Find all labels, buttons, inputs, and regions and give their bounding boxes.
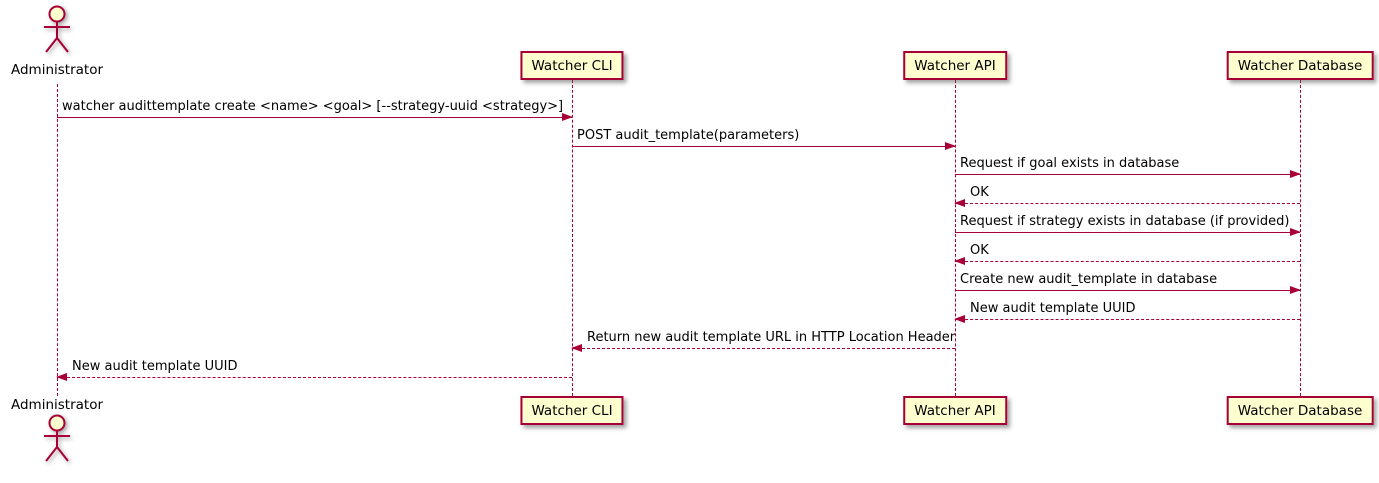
message-line bbox=[954, 257, 1300, 265]
arrowhead-right-icon bbox=[1290, 286, 1301, 294]
arrowhead-right-icon bbox=[945, 142, 956, 150]
message-label: New audit template UUID bbox=[72, 359, 238, 374]
message-label: OK bbox=[970, 243, 989, 258]
message-label: OK bbox=[970, 185, 989, 200]
actor-figure-icon bbox=[44, 5, 70, 53]
message-line bbox=[955, 170, 1301, 178]
message-label: Request if goal exists in database bbox=[960, 156, 1180, 171]
message-8: New audit template UUID bbox=[954, 300, 1300, 323]
message-3: Request if goal exists in database bbox=[955, 155, 1301, 178]
message-9: Return new audit template URL in HTTP Lo… bbox=[571, 329, 956, 352]
participant-watcher-api-bottom: Watcher API bbox=[903, 396, 1007, 425]
message-line bbox=[572, 142, 956, 150]
message-label: watcher audittemplate create <name> <goa… bbox=[62, 99, 564, 114]
arrowhead-right-icon bbox=[1290, 228, 1301, 236]
arrowhead-right-icon bbox=[1290, 170, 1301, 178]
actor-label-top: Administrator bbox=[10, 62, 104, 78]
lifeline-watcher-cli bbox=[572, 80, 573, 396]
message-7: Create new audit_template in database bbox=[955, 271, 1301, 294]
message-line bbox=[955, 286, 1301, 294]
arrowhead-left-icon bbox=[954, 199, 965, 207]
message-4: OK bbox=[954, 184, 1300, 207]
arrowhead-left-icon bbox=[571, 344, 582, 352]
arrowhead-left-icon bbox=[56, 373, 67, 381]
actor-label-bottom: Administrator bbox=[10, 397, 104, 413]
message-6: OK bbox=[954, 242, 1300, 265]
message-line bbox=[954, 315, 1300, 323]
actor-figure-bottom-icon bbox=[44, 414, 70, 462]
message-line bbox=[571, 344, 955, 352]
participant-watcher-cli-top: Watcher CLI bbox=[520, 51, 624, 80]
lifeline-administrator bbox=[57, 84, 58, 396]
participant-watcher-database-bottom: Watcher Database bbox=[1226, 396, 1374, 425]
message-label: Request if strategy exists in database (… bbox=[960, 214, 1290, 229]
message-1: watcher audittemplate create <name> <goa… bbox=[57, 98, 573, 121]
message-line bbox=[954, 199, 1300, 207]
message-line bbox=[955, 228, 1301, 236]
participant-watcher-cli-bottom: Watcher CLI bbox=[520, 396, 624, 425]
lifeline-watcher-database bbox=[1300, 80, 1301, 396]
lifeline-watcher-api bbox=[955, 80, 956, 396]
message-2: POST audit_template(parameters) bbox=[572, 127, 956, 150]
message-label: POST audit_template(parameters) bbox=[577, 128, 800, 143]
arrowhead-left-icon bbox=[954, 257, 965, 265]
message-label: New audit template UUID bbox=[970, 301, 1136, 316]
participant-watcher-api-top: Watcher API bbox=[903, 51, 1007, 80]
arrowhead-left-icon bbox=[954, 315, 965, 323]
message-line bbox=[56, 373, 572, 381]
message-label: Create new audit_template in database bbox=[960, 272, 1218, 287]
message-5: Request if strategy exists in database (… bbox=[955, 213, 1301, 236]
message-label: Return new audit template URL in HTTP Lo… bbox=[587, 330, 956, 345]
participant-watcher-database-top: Watcher Database bbox=[1226, 51, 1374, 80]
arrowhead-right-icon bbox=[562, 113, 573, 121]
message-line bbox=[57, 113, 573, 121]
message-10: New audit template UUID bbox=[56, 358, 572, 381]
